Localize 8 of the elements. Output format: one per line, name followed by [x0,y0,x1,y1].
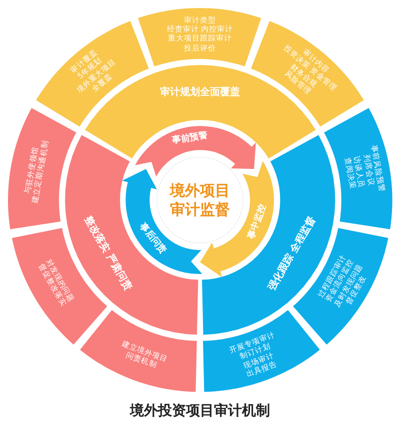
stage-label: 事后问责 [136,221,168,257]
center-title: 境外项目审计监督 [168,181,231,219]
band-label: 整改落实 严肃问责 [80,214,134,293]
caption: 境外投资项目审计机制 [128,402,271,420]
band-label: 强化跟踪 全程监督 [266,214,318,292]
stage-label: 事前预警 [172,130,209,148]
band-label: 审计规划全面覆盖 [160,86,240,99]
stage-label: 事中监控 [246,203,270,242]
